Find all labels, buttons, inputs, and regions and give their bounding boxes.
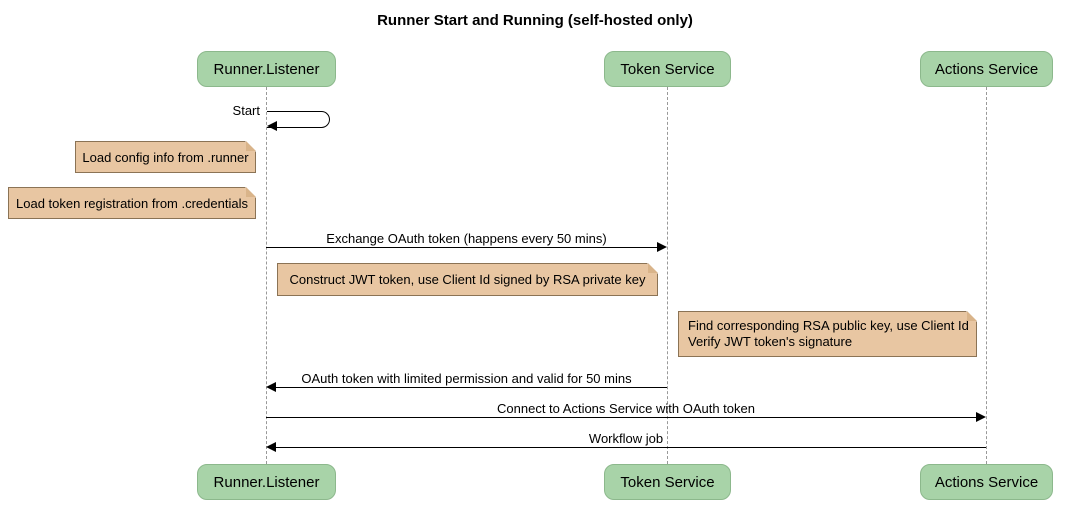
- note-load-token: Load token registration from .credential…: [8, 187, 256, 219]
- message-oauth-return-label: OAuth token with limited permission and …: [301, 371, 632, 386]
- participant-label: Token Service: [620, 60, 715, 78]
- message-exchange-line: [266, 247, 657, 248]
- arrowhead-icon: [266, 442, 276, 452]
- diagram-title: Runner Start and Running (self-hosted on…: [377, 12, 693, 29]
- participant-token-service-bottom: Token Service: [604, 464, 731, 500]
- participant-runner-listener-bottom: Runner.Listener: [197, 464, 336, 500]
- note-find-rsa: Find corresponding RSA public key, use C…: [678, 311, 977, 357]
- note-text: Load token registration from .credential…: [16, 195, 248, 211]
- participant-actions-service-top: Actions Service: [920, 51, 1053, 87]
- lifeline-token-service: [667, 87, 668, 464]
- note-text: Construct JWT token, use Client Id signe…: [289, 272, 646, 287]
- note-load-config: Load config info from .runner: [75, 141, 256, 173]
- message-connect-label: Connect to Actions Service with OAuth to…: [497, 401, 755, 416]
- message-connect-line: [266, 417, 976, 418]
- arrowhead-icon: [266, 382, 276, 392]
- arrowhead-icon: [657, 242, 667, 252]
- participant-label: Actions Service: [934, 473, 1039, 491]
- message-oauth-return-line: [276, 387, 667, 388]
- self-message-loop: [267, 111, 330, 128]
- message-workflow-line: [276, 447, 986, 448]
- arrowhead-icon: [267, 121, 277, 131]
- note-text-line2: Verify JWT token's signature: [688, 334, 853, 349]
- lifeline-runner-listener: [266, 87, 267, 464]
- participant-label: Token Service: [620, 473, 715, 491]
- lifeline-actions-service: [986, 87, 987, 464]
- note-construct-jwt: Construct JWT token, use Client Id signe…: [277, 263, 658, 296]
- message-workflow-label: Workflow job: [588, 431, 664, 446]
- arrowhead-icon: [976, 412, 986, 422]
- participant-label: Actions Service: [934, 60, 1039, 78]
- participant-token-service-top: Token Service: [604, 51, 731, 87]
- message-exchange-label: Exchange OAuth token (happens every 50 m…: [326, 231, 607, 246]
- participant-label: Runner.Listener: [213, 60, 320, 78]
- participant-actions-service-bottom: Actions Service: [920, 464, 1053, 500]
- note-text: Load config info from .runner: [82, 149, 249, 165]
- participant-runner-listener-top: Runner.Listener: [197, 51, 336, 87]
- note-text-line1: Find corresponding RSA public key, use C…: [688, 318, 969, 333]
- message-start-label: Start: [232, 103, 260, 118]
- participant-label: Runner.Listener: [213, 473, 320, 491]
